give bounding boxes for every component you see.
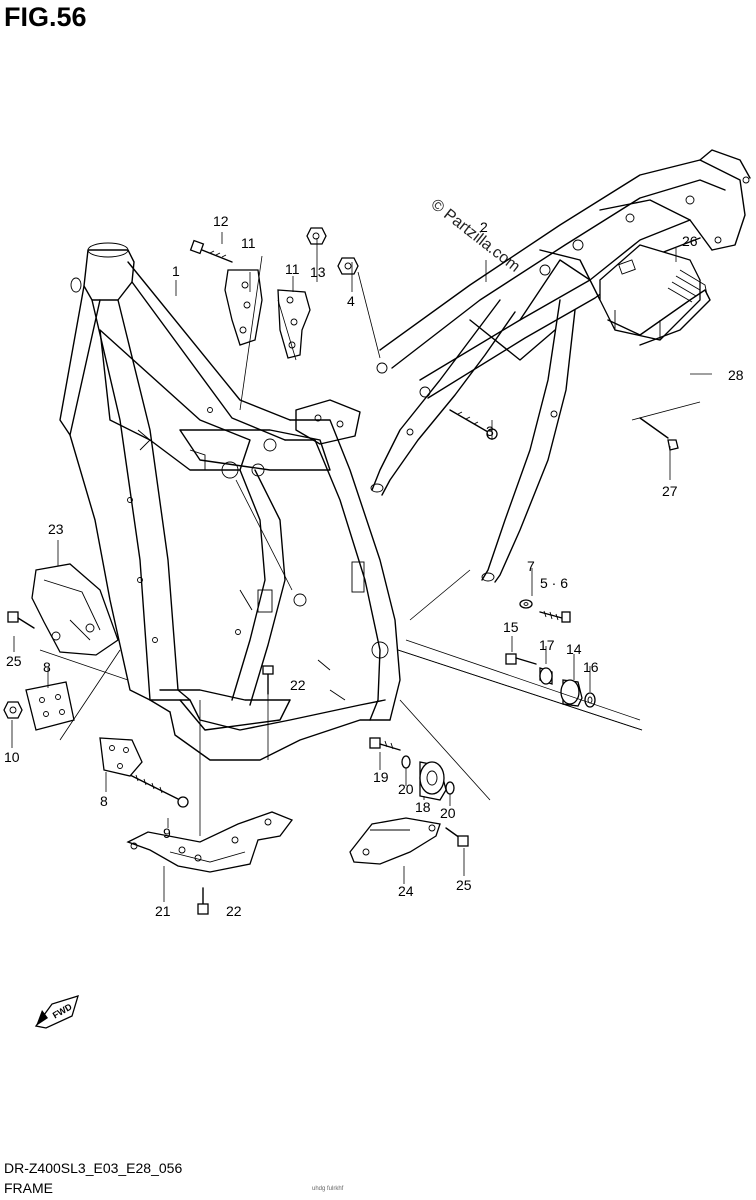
callout-2[interactable]: 2 bbox=[480, 219, 488, 235]
frame-guard-24 bbox=[349, 817, 441, 865]
main-frame bbox=[59, 242, 401, 761]
callout-23[interactable]: 23 bbox=[48, 521, 64, 537]
callout-9[interactable]: 9 bbox=[163, 825, 171, 841]
callout-1[interactable]: 1 bbox=[172, 263, 180, 279]
leader-lines bbox=[11, 232, 712, 902]
callout-8-upper[interactable]: 8 bbox=[43, 659, 51, 675]
callout-22-lower[interactable]: 22 bbox=[226, 903, 242, 919]
bolt-19 bbox=[369, 737, 401, 751]
callout-3[interactable]: 3 bbox=[486, 423, 494, 439]
callout-4[interactable]: 4 bbox=[347, 293, 355, 309]
washer-20-rear bbox=[445, 781, 455, 795]
nut-13 bbox=[306, 227, 327, 245]
callout-10[interactable]: 10 bbox=[4, 749, 20, 765]
bushing-14 bbox=[560, 679, 583, 707]
washer-20-front bbox=[401, 755, 411, 769]
ecu-unit bbox=[599, 244, 711, 346]
bolt-15 bbox=[505, 653, 537, 665]
collar-17 bbox=[539, 667, 553, 685]
callout-17[interactable]: 17 bbox=[539, 637, 555, 653]
washer-7 bbox=[519, 599, 533, 609]
model-code: DR-Z400SL3_E03_E28_056 bbox=[4, 1160, 183, 1176]
bolt-22-lower bbox=[197, 887, 209, 915]
engine-mount-plate-upper bbox=[25, 681, 75, 731]
callout-21[interactable]: 21 bbox=[155, 903, 171, 919]
callout-8-lower[interactable]: 8 bbox=[100, 793, 108, 809]
engine-mount-bracket-left bbox=[224, 269, 263, 346]
figure-title: FIG.56 bbox=[4, 2, 87, 32]
callout-22-upper[interactable]: 22 bbox=[290, 677, 306, 693]
bolt-27 bbox=[639, 417, 679, 451]
frame-guard-23 bbox=[31, 563, 119, 656]
callout-14[interactable]: 14 bbox=[566, 641, 582, 657]
callout-16[interactable]: 16 bbox=[583, 659, 599, 675]
callout-11-left[interactable]: 11 bbox=[241, 235, 256, 251]
engine-mount-plate-lower bbox=[99, 737, 143, 777]
callout-20-rear[interactable]: 20 bbox=[440, 805, 456, 821]
callout-18[interactable]: 18 bbox=[415, 799, 431, 815]
callout-27[interactable]: 27 bbox=[662, 483, 678, 499]
engine-mount-bracket-right bbox=[277, 289, 311, 359]
nut-4 bbox=[337, 257, 359, 275]
callout-13[interactable]: 13 bbox=[310, 264, 326, 280]
bolt-25-right bbox=[445, 827, 469, 847]
callout-28[interactable]: 28 bbox=[728, 367, 744, 383]
forward-arrow-icon bbox=[34, 995, 79, 1029]
callout-5-6[interactable]: 5 · 6 bbox=[540, 575, 569, 591]
callout-26[interactable]: 26 bbox=[682, 233, 698, 249]
bolt-9 bbox=[127, 773, 189, 808]
rear-subframe bbox=[295, 149, 751, 583]
callout-24[interactable]: 24 bbox=[398, 883, 414, 899]
callout-25-left[interactable]: 25 bbox=[6, 653, 22, 669]
callout-11-right[interactable]: 11 bbox=[285, 261, 300, 277]
callout-25-right[interactable]: 25 bbox=[456, 877, 472, 893]
skid-plate-21 bbox=[126, 811, 294, 873]
bolt-22-upper bbox=[262, 665, 274, 695]
callout-12[interactable]: 12 bbox=[213, 213, 229, 229]
callout-7[interactable]: 7 bbox=[527, 558, 535, 574]
bolt-12 bbox=[189, 239, 233, 263]
callout-15[interactable]: 15 bbox=[503, 619, 519, 635]
bolt-25-left bbox=[7, 611, 35, 629]
section-name: FRAME bbox=[4, 1180, 53, 1196]
callout-20-front[interactable]: 20 bbox=[398, 781, 414, 797]
bushing-18 bbox=[419, 761, 447, 801]
washer-16 bbox=[584, 692, 596, 708]
nut-10 bbox=[3, 701, 23, 719]
fine-print: uhdg fulrkhf bbox=[312, 1186, 344, 1192]
callout-19[interactable]: 19 bbox=[373, 769, 389, 785]
bolt-5-6 bbox=[539, 610, 571, 623]
